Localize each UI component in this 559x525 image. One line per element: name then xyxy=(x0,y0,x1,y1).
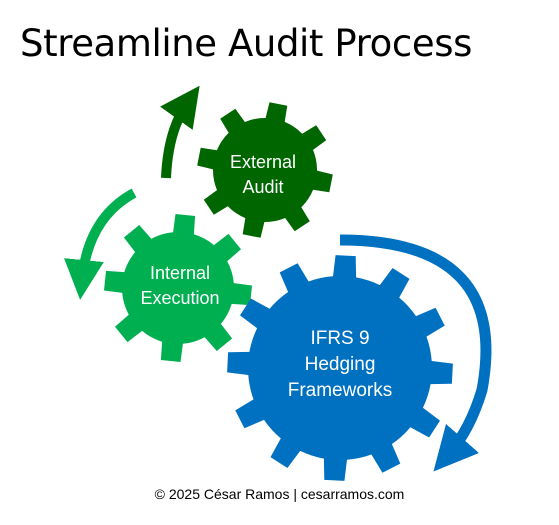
gear-ifrs-9 xyxy=(227,255,453,481)
gear-internal-label-line2: Execution xyxy=(140,288,219,308)
cycle-arrow-dark-green xyxy=(160,85,200,179)
gear-ifrs-label-line3: Frameworks xyxy=(288,380,393,401)
gear-external-label-line2: Audit xyxy=(242,177,283,197)
cycle-arrow-green xyxy=(64,188,137,300)
gear-internal-label-line1: Internal xyxy=(150,263,210,283)
gear-internal-execution xyxy=(104,214,252,362)
cycle-arrow-blue xyxy=(339,234,492,472)
page-title: Streamline Audit Process xyxy=(20,22,472,65)
gear-external-audit xyxy=(197,102,333,238)
gear-ifrs-label-line2: Hedging xyxy=(305,354,376,375)
gear-ifrs-label-line1: IFRS 9 xyxy=(310,328,369,349)
gear-external-label-line1: External xyxy=(230,152,296,172)
copyright-footer: © 2025 César Ramos | cesarramos.com xyxy=(154,486,405,502)
